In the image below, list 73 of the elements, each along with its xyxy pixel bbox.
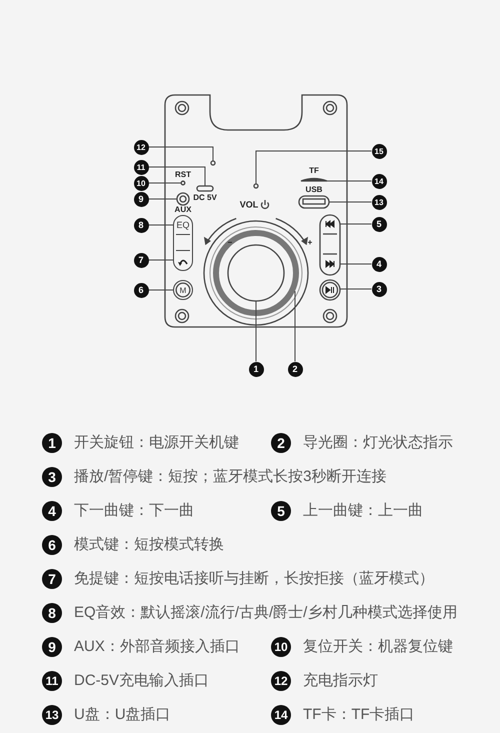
indicator-light bbox=[210, 160, 216, 166]
leader-line bbox=[148, 166, 206, 186]
callout-number: 2 bbox=[271, 433, 291, 453]
callout-number: 14 bbox=[271, 705, 291, 725]
description-text: 充电指示灯 bbox=[303, 671, 378, 691]
callout-number: 4 bbox=[42, 501, 62, 521]
callout-number: 15 bbox=[372, 144, 386, 158]
callout-number: 11 bbox=[134, 160, 148, 174]
track-buttons bbox=[319, 214, 341, 276]
callout-number: 9 bbox=[134, 192, 148, 206]
button-label: EQ bbox=[175, 219, 190, 231]
panel-label: VOL bbox=[240, 200, 258, 210]
card-slot bbox=[300, 178, 328, 182]
callout-number: 12 bbox=[271, 671, 291, 691]
callout-number: 10 bbox=[271, 637, 291, 657]
callout-number: 5 bbox=[271, 501, 291, 521]
indicator-light bbox=[253, 183, 259, 189]
leader-line bbox=[148, 224, 174, 226]
callout-number: 5 bbox=[372, 216, 386, 232]
callout-number: 14 bbox=[372, 174, 386, 188]
callout-number: 6 bbox=[134, 282, 148, 298]
callout-number: 6 bbox=[42, 535, 62, 555]
leader-line bbox=[294, 290, 296, 362]
panel-label: DC 5V bbox=[193, 194, 217, 202]
description-text: 下一曲键：下一曲 bbox=[74, 501, 194, 521]
callout-number: 10 bbox=[134, 176, 148, 190]
panel-label: TF bbox=[309, 167, 319, 175]
panel-label: AUX bbox=[174, 206, 192, 214]
leader-line bbox=[256, 150, 372, 184]
description-text: U盘：U盘插口 bbox=[74, 705, 171, 725]
callout-number: 13 bbox=[42, 705, 62, 725]
callout-number: 4 bbox=[372, 256, 386, 272]
callout-number: 1 bbox=[42, 433, 62, 453]
callout-number: 7 bbox=[134, 252, 148, 268]
description-text: AUX：外部音频接入插口 bbox=[74, 637, 240, 657]
description-text: EQ音效：默认摇滚/流行/古典/爵士/乡村几种模式选择使用 bbox=[74, 603, 458, 623]
audio-jack bbox=[176, 192, 190, 206]
panel-label: − bbox=[228, 239, 232, 247]
callout-number: 8 bbox=[134, 218, 148, 232]
button-strip bbox=[173, 215, 193, 271]
description-text: 开关旋钮：电源开关机键 bbox=[74, 433, 239, 453]
callout-number: 9 bbox=[42, 637, 62, 657]
callout-number: 8 bbox=[42, 603, 62, 623]
callout-number: 7 bbox=[42, 569, 62, 589]
description-text: 复位开关：机器复位键 bbox=[303, 637, 453, 657]
description-text: DC-5V充电输入插口 bbox=[74, 671, 210, 691]
description-text: 模式键：短按模式转换 bbox=[74, 535, 224, 555]
callout-number: 12 bbox=[134, 140, 148, 154]
callout-number: 11 bbox=[42, 671, 62, 691]
callout-number: 3 bbox=[42, 467, 62, 487]
light-ring bbox=[213, 230, 299, 316]
description-text: 上一曲键：上一曲 bbox=[303, 501, 423, 521]
description-text: TF卡：TF卡插口 bbox=[303, 705, 415, 725]
reset-hole bbox=[180, 180, 186, 186]
callout-number: 2 bbox=[288, 362, 302, 376]
description-text: 播放/暂停键：短按；蓝牙模式长按3秒断开连接 bbox=[74, 467, 387, 487]
description-text: 导光圈：灯光状态指示 bbox=[303, 433, 453, 453]
volume-knob bbox=[227, 244, 285, 302]
panel-label: USB bbox=[306, 186, 322, 194]
leader-line bbox=[339, 288, 372, 290]
panel-label: RST bbox=[175, 171, 191, 179]
callout-number: 13 bbox=[372, 194, 386, 210]
callout-number: 1 bbox=[248, 362, 264, 376]
leader-line bbox=[148, 146, 214, 162]
panel-label: + bbox=[308, 239, 312, 247]
leader-line bbox=[148, 182, 182, 184]
charging-port bbox=[196, 185, 214, 192]
leader-line bbox=[148, 198, 178, 200]
callout-number: 3 bbox=[372, 282, 386, 296]
play-pause-button bbox=[319, 279, 341, 301]
description-text: 免提键：短按电话接听与挂断，长按拒接（蓝牙模式） bbox=[74, 569, 434, 589]
leader-line bbox=[326, 180, 372, 182]
usb-port bbox=[298, 195, 330, 209]
